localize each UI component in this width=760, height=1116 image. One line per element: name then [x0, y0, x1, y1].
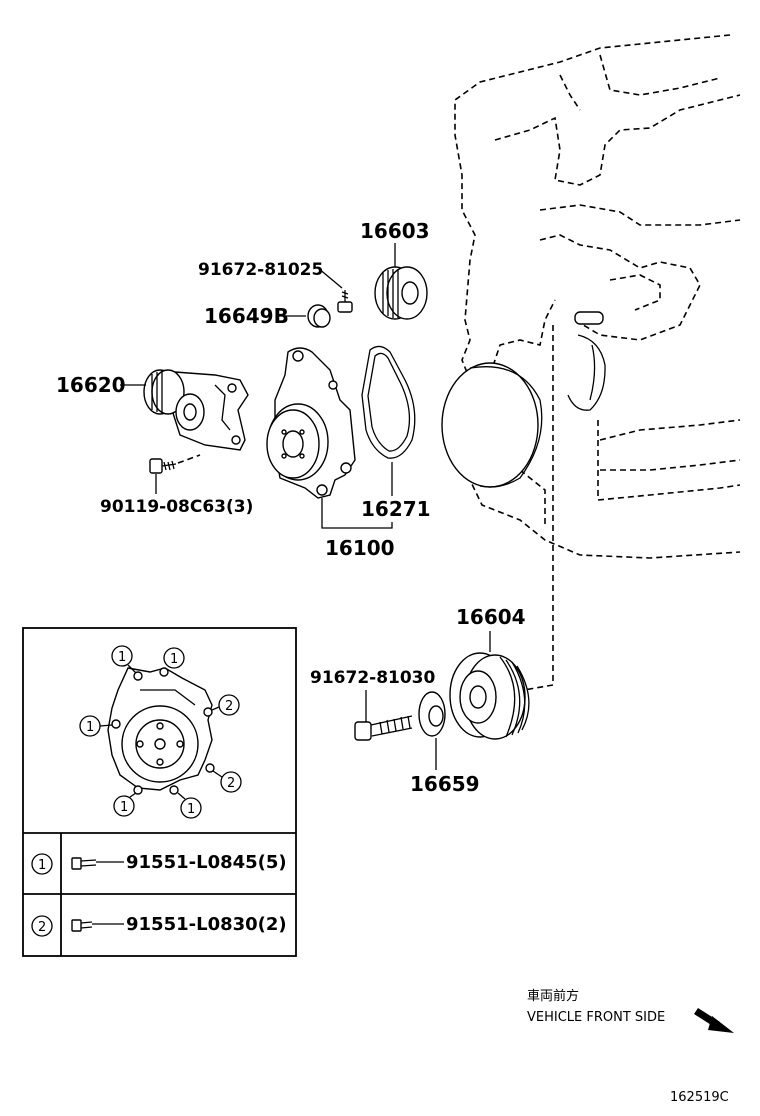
bolt-marker-2: 1 [163, 647, 185, 669]
label-16603: 16603 [360, 219, 430, 243]
vehicle-front-jp: 車両前方 [527, 988, 579, 1004]
bolt-marker-4: 1 [79, 715, 113, 737]
bolt-marker-6: 1 [113, 792, 137, 817]
svg-text:1: 1 [38, 858, 46, 873]
bolt-91672-81030 [354, 715, 413, 741]
pulley-16604 [449, 652, 530, 740]
bolt-90119-path [177, 454, 201, 464]
svg-text:1: 1 [118, 650, 126, 665]
svg-text:1: 1 [170, 652, 178, 667]
label-16100: 16100 [325, 536, 395, 560]
svg-text:2: 2 [225, 699, 233, 714]
svg-text:1: 1 [120, 800, 128, 815]
leader-16100 [321, 498, 393, 529]
engine-crank-disc [441, 362, 543, 488]
front-direction-arrow-icon [694, 1005, 734, 1033]
leader-91672-81025 [317, 267, 343, 289]
svg-text:1: 1 [187, 802, 195, 817]
gasket-16271 [361, 345, 416, 459]
bolt-legend-box: 1 1 2 1 2 1 1 [22, 627, 297, 957]
bolt-icon [71, 919, 82, 932]
vehicle-front-en: VEHICLE FRONT SIDE [527, 1010, 665, 1025]
pulley-location-leader [523, 325, 554, 691]
legend-part-2: 91551-L0830(2) [126, 914, 287, 935]
svg-text:2: 2 [38, 920, 46, 935]
cap-16649B [307, 304, 331, 328]
label-16604: 16604 [456, 605, 526, 629]
label-16659: 16659 [410, 772, 480, 796]
legend-marker-2 [31, 915, 53, 937]
legend-part-1: 91551-L0845(5) [126, 852, 287, 873]
figure-id: 162519C [670, 1090, 729, 1105]
label-91672-81025: 91672-81025 [198, 260, 323, 280]
bolt-marker-3: 2 [211, 694, 240, 716]
label-16271: 16271 [361, 497, 431, 521]
pump-flange-drawing [107, 667, 215, 795]
label-16620: 16620 [56, 373, 126, 397]
svg-text:1: 1 [86, 720, 94, 735]
legend-row-2: 2 91551-L0830(2) [31, 914, 287, 937]
label-91672-81030: 91672-81030 [310, 668, 436, 688]
label-90119: 90119-08C63(3) [100, 497, 253, 517]
bolt-91672-81025 [337, 290, 353, 313]
legend-row-1: 1 91551-L0845(5) [31, 852, 287, 875]
water-pump-16100 [266, 347, 356, 499]
idler-pulley-16603 [374, 266, 428, 320]
bolt-marker-5: 2 [212, 770, 242, 793]
legend-marker-1 [31, 853, 53, 875]
tensioner-16620 [143, 369, 249, 451]
label-16649B: 16649B [204, 304, 289, 328]
engine-pump-housing [567, 311, 606, 411]
svg-text:2: 2 [227, 776, 235, 791]
bolt-marker-1: 1 [111, 645, 137, 674]
bolt-marker-7: 1 [177, 792, 202, 819]
bolt-icon [71, 857, 82, 870]
washer-16659 [418, 691, 446, 737]
engine-block-outline [454, 34, 741, 559]
bolt-90119 [149, 458, 177, 474]
